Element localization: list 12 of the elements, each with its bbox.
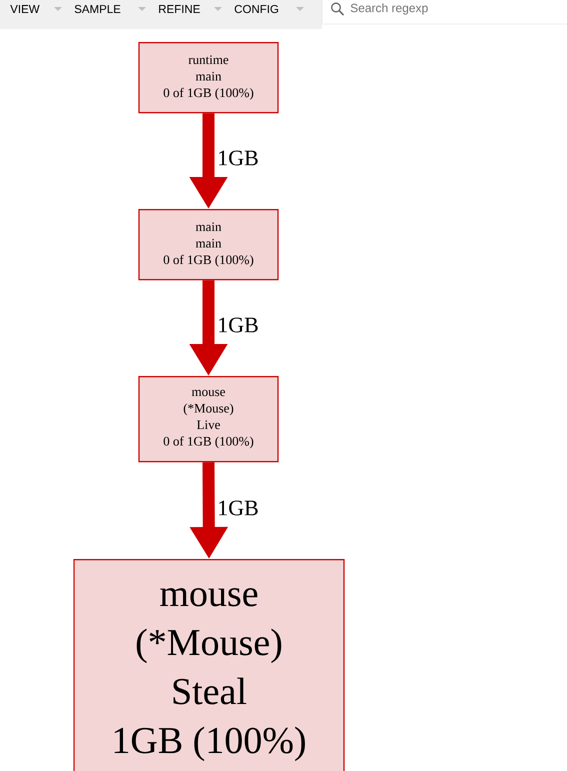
menu-item: SAMPLE <box>74 4 120 14</box>
search-field: Search regexp <box>322 0 567 24</box>
edge-label: 1GB <box>219 318 258 332</box>
function-box: main main 0 of 1GB (100%) <box>138 209 279 280</box>
menu-item: REFINE <box>159 5 200 13</box>
function-box: mouse (*Mouse) Live 0 of 1GB (100%) <box>138 376 279 462</box>
edge-label: 1GB <box>219 150 258 166</box>
function-box: mouse (*Mouse) Steal 1GB (100%) <box>73 559 345 771</box>
edge-label: 1GB <box>219 500 258 516</box>
menu-item: VIEW <box>10 5 40 13</box>
function-box: runtime main 0 of 1GB (100%) <box>138 42 279 114</box>
menu-item: CONFIG <box>234 4 278 14</box>
